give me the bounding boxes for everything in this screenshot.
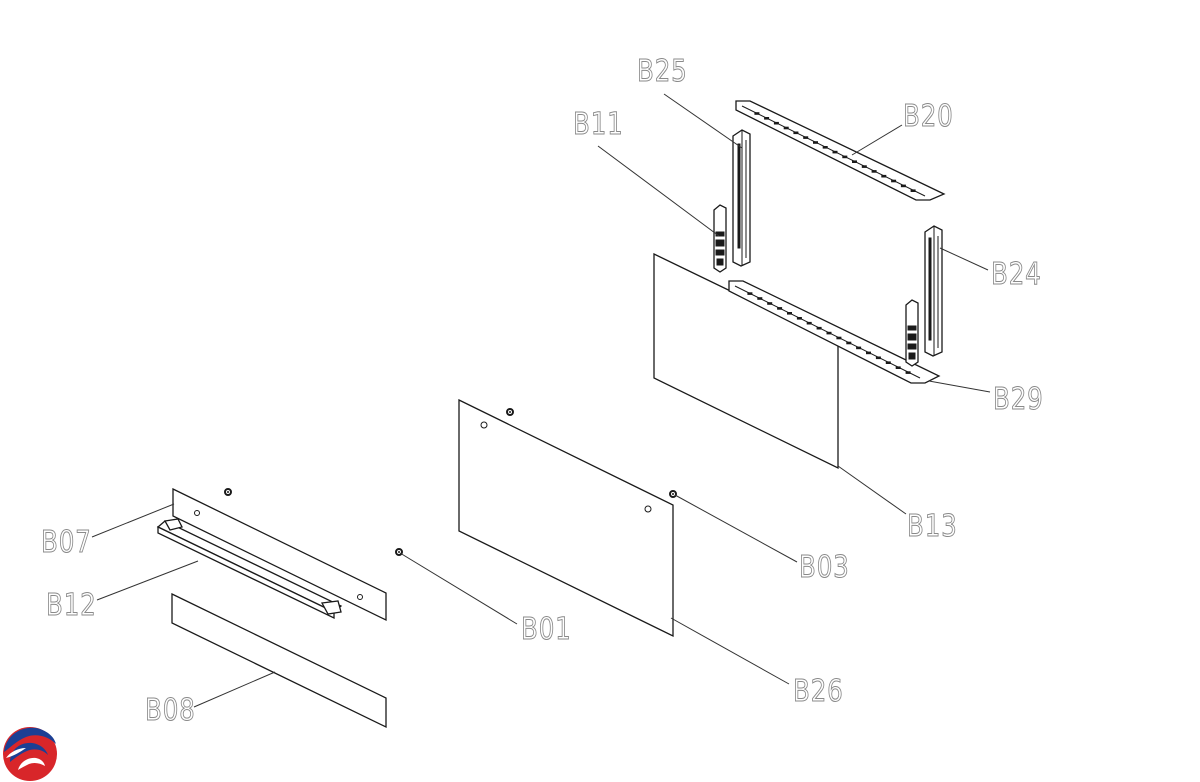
part-b07-front-strip [172, 487, 387, 622]
label-b08: B08 [145, 693, 196, 728]
rail-hole [826, 331, 832, 335]
rail-hole [757, 297, 763, 300]
rail-hole [866, 351, 871, 355]
part-b20-upper-rail [735, 100, 946, 201]
label-b20: B20 [903, 99, 954, 134]
part-b26-glass-panel [458, 398, 674, 638]
rail-hole [846, 341, 852, 345]
rail-hole [875, 356, 881, 360]
rail-hole [787, 312, 792, 315]
rail-hole [806, 321, 812, 325]
rail-hole [822, 146, 828, 149]
part-right-hinge [905, 299, 919, 367]
rail-hole [900, 184, 906, 188]
part-b11-left-hinge [713, 204, 727, 273]
rail-hole [777, 307, 783, 310]
part-b29-lower-rail [728, 280, 941, 384]
rail-hole [813, 141, 818, 144]
label-b24: B24 [991, 257, 1042, 292]
rail-hole [891, 179, 897, 183]
rail-hole [852, 160, 857, 163]
label-b25: B25 [637, 54, 688, 89]
rail-hole [856, 346, 862, 350]
rail-hole [767, 302, 773, 305]
label-b13: B13 [907, 509, 958, 544]
rail-hole [747, 292, 753, 295]
label-b26: B26 [793, 674, 844, 709]
part-b24-right-profile [924, 225, 943, 357]
label-b29: B29 [993, 382, 1044, 417]
rail-hole [871, 170, 877, 173]
rail-hole [910, 189, 916, 192]
rail-hole [773, 121, 779, 125]
brand-swirl-logo-icon [3, 727, 57, 781]
label-b12: B12 [46, 588, 97, 623]
rail-hole [905, 371, 911, 374]
rail-hole [754, 112, 760, 115]
part-b25-left-profile [732, 129, 751, 267]
leader-lines [91, 93, 991, 708]
rail-hole [796, 317, 802, 320]
label-b11: B11 [573, 107, 624, 142]
rail-hole [885, 361, 891, 364]
label-b01: B01 [521, 612, 572, 647]
rail-hole [793, 131, 799, 135]
label-b07: B07 [41, 525, 92, 560]
rail-hole [803, 136, 809, 139]
screws [224, 408, 677, 556]
part-b08-lower-strip [171, 592, 387, 729]
rail-hole [783, 126, 789, 130]
rail-hole [816, 326, 822, 330]
rail-hole [895, 366, 901, 369]
rail-hole [836, 336, 842, 340]
rail-hole [861, 165, 867, 168]
part-b12-handle [156, 518, 343, 620]
rail-hole [881, 174, 887, 178]
rail-hole [764, 117, 770, 120]
rail-hole [842, 155, 848, 159]
rail-hole [832, 150, 838, 154]
label-b03: B03 [799, 550, 850, 585]
